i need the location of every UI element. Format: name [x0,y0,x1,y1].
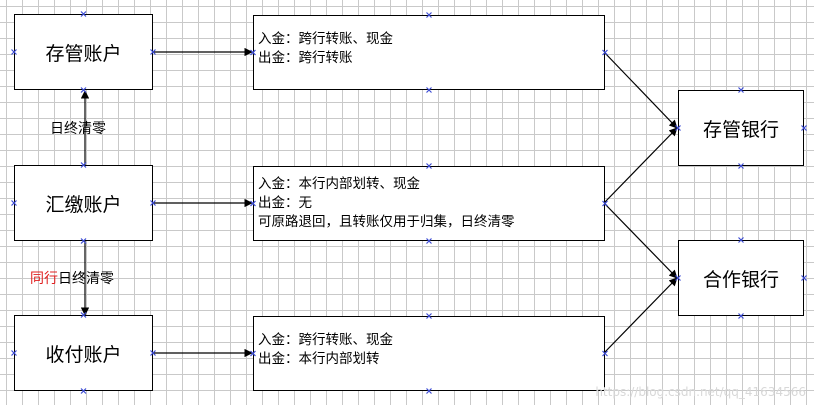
edge-label-daily-clear-text: 日终清零 [50,121,106,137]
edge-label-same-bank-text: 同行 [30,271,58,287]
edge-label-daily-clear: 日终清零 [50,118,106,138]
custody-info-line-1: 入金：跨行转账、现金 [258,31,393,47]
payment-account-label: 收付账户 [45,343,122,366]
partner-bank-box[interactable]: 合作银行 [678,240,804,316]
edge-label-same-bank-daily-clear: 同行日终清零 [30,268,114,288]
collection-info-line-1: 入金：本行内部划转、现金 [258,176,420,192]
custody-account-box[interactable]: 存管账户 [14,14,153,90]
collection-account-label: 汇缴账户 [45,193,122,216]
watermark-text: https://blog.csdn.net/qq_41634566 [595,385,806,399]
payment-info-line-2: 出金：本行内部划转 [258,351,380,367]
partner-bank-label: 合作银行 [702,268,779,291]
custody-bank-label: 存管银行 [702,118,779,141]
collection-info-box[interactable]: 入金：本行内部划转、现金 出金：无 可原路退回，且转账仅用于归集，日终清零 [253,166,605,241]
edge-info2-to-custody-bank [603,127,678,204]
payment-account-box[interactable]: 收付账户 [14,315,153,391]
custody-account-label: 存管账户 [45,42,122,65]
payment-info-box[interactable]: 入金：跨行转账、现金 出金：本行内部划转 [253,316,605,391]
collection-account-box[interactable]: 汇缴账户 [14,165,153,241]
custody-bank-box[interactable]: 存管银行 [678,90,804,166]
payment-info-line-1: 入金：跨行转账、现金 [258,332,393,348]
custody-info-line-2: 出金：跨行转账 [258,50,353,66]
custody-info-box[interactable]: 入金：跨行转账、现金 出金：跨行转账 [253,15,605,90]
edge-info2-to-partner-bank [603,202,678,279]
edge-info3-to-partner-bank [603,277,678,354]
edge-info1-to-custody-bank [603,51,678,129]
collection-info-line-2: 出金：无 [258,195,312,211]
collection-info-line-3: 可原路退回，且转账仅用于归集，日终清零 [258,214,515,230]
edge-label-daily-clear-text-2: 日终清零 [58,271,114,287]
